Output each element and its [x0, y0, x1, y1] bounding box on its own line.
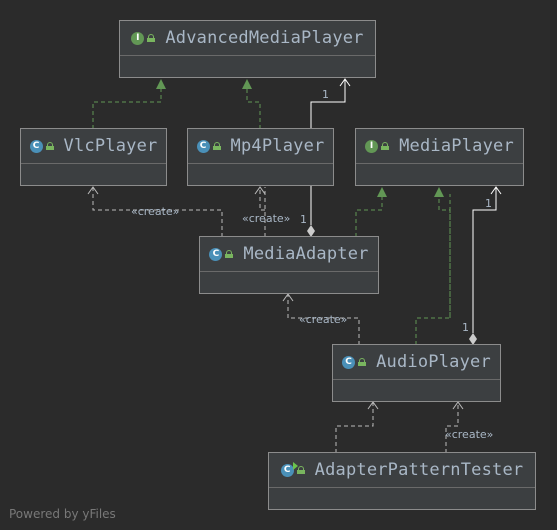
public-lock-icon	[45, 142, 54, 150]
multiplicity-label: 1	[485, 197, 492, 210]
edge-audioplayer-aggregates-mediaplayer	[472, 187, 497, 333]
interface-icon: I	[365, 139, 379, 153]
class-header: I MediaPlayer	[356, 129, 523, 164]
edge-mediaadapter-creates-vlcplayer	[92, 187, 223, 237]
edge-adapterpatterntester-uses-audioplayer	[335, 402, 374, 453]
class-box-advancedmediaplayer[interactable]: I AdvancedMediaPlayer	[119, 20, 376, 78]
association-arrow-head	[339, 78, 351, 87]
dependency-arrow-head	[282, 293, 294, 302]
public-lock-icon	[296, 466, 305, 474]
class-icon: C	[29, 139, 43, 153]
public-lock-icon	[358, 358, 367, 366]
dependency-arrow-head	[367, 401, 379, 410]
realization-arrow-head	[242, 79, 252, 89]
class-name: MediaAdapter	[243, 244, 369, 264]
association-arrow-head	[490, 186, 502, 195]
aggregation-diamond	[307, 225, 315, 237]
class-header: C Mp4Player	[188, 129, 333, 164]
realization-arrow-head	[377, 187, 387, 197]
class-name: Mp4Player	[230, 136, 325, 156]
public-lock-icon	[147, 34, 156, 42]
class-header: C VlcPlayer	[21, 129, 166, 164]
dependency-arrow-head	[254, 186, 266, 195]
class-header: C AdapterPatternTester	[269, 453, 535, 488]
class-box-mediaadapter[interactable]: C MediaAdapter	[199, 236, 379, 294]
edge-label-create: «create»	[131, 205, 180, 218]
multiplicity-label: 1	[462, 321, 469, 334]
edge-audioplayer-implements-mediaplayer	[415, 194, 451, 345]
class-box-adapterpatterntester[interactable]: C AdapterPatternTester	[268, 452, 536, 510]
edge-vlcplayer-implements-advancedmediaplayer	[92, 87, 162, 129]
class-icon: C	[196, 139, 210, 153]
class-icon: C	[342, 355, 356, 369]
interface-icon: I	[131, 31, 145, 45]
class-header: C AudioPlayer	[333, 345, 500, 380]
public-lock-icon	[225, 250, 234, 258]
powered-by-footer: Powered by yFiles	[9, 507, 116, 521]
class-box-mediaplayer[interactable]: I MediaPlayer	[355, 128, 524, 186]
edge-audioplayer-implements-mediaplayer-branch	[438, 196, 451, 318]
class-header: C MediaAdapter	[200, 237, 378, 272]
class-icon: C	[209, 247, 223, 261]
dependency-arrow-head	[452, 401, 464, 410]
class-box-vlcplayer[interactable]: C VlcPlayer	[20, 128, 167, 186]
realization-arrow-head	[156, 79, 166, 89]
class-box-mp4player[interactable]: C Mp4Player	[187, 128, 334, 186]
edge-adapterpatterntester-creates-audioplayer	[445, 402, 459, 453]
realization-arrow-head	[434, 187, 444, 197]
public-lock-icon	[381, 142, 390, 150]
edge-label-create: «create»	[299, 313, 348, 326]
edge-mediaadapter-implements-mediaplayer	[355, 194, 383, 237]
dependency-arrow-head	[87, 186, 99, 195]
runnable-class-icon: C	[280, 461, 298, 477]
class-name: AdvancedMediaPlayer	[165, 28, 364, 48]
class-name: VlcPlayer	[63, 136, 158, 156]
class-name: AdapterPatternTester	[314, 460, 524, 480]
edge-mediaadapter-creates-mp4player-branch	[259, 187, 265, 211]
multiplicity-label: 1	[300, 213, 307, 226]
edge-mp4player-implements-advancedmediaplayer	[246, 87, 261, 129]
class-box-audioplayer[interactable]: C AudioPlayer	[332, 344, 501, 402]
public-lock-icon	[212, 142, 221, 150]
edge-label-create: «create»	[445, 428, 494, 441]
class-header: I AdvancedMediaPlayer	[120, 21, 375, 56]
class-name: MediaPlayer	[399, 136, 514, 156]
multiplicity-label: 1	[322, 88, 329, 101]
edge-label-create: «create»	[242, 212, 291, 225]
aggregation-diamond	[469, 333, 477, 345]
class-name: AudioPlayer	[376, 352, 491, 372]
